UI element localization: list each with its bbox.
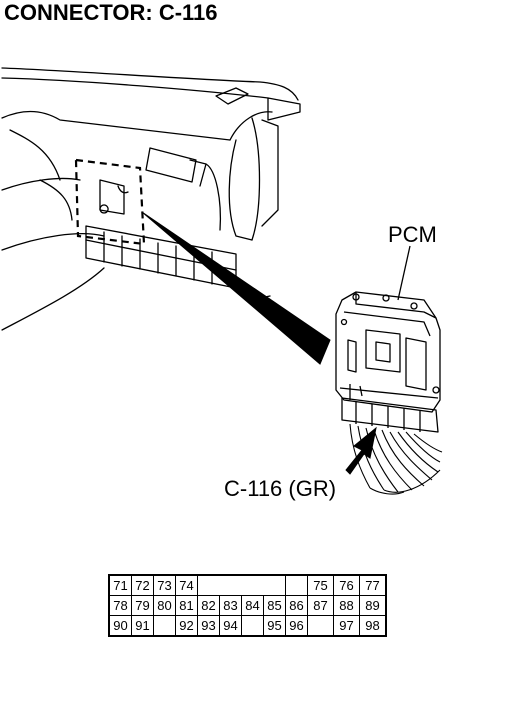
pin-cell: 96 — [285, 615, 308, 637]
pin-cell: 87 — [307, 595, 334, 616]
pin-cell-empty — [263, 574, 286, 596]
pin-cell-empty — [153, 615, 176, 637]
pin-cell: 95 — [263, 615, 286, 637]
pin-cell: 77 — [359, 574, 387, 596]
pin-cell-empty — [241, 574, 264, 596]
pin-cell: 86 — [285, 595, 308, 616]
pin-cell: 89 — [359, 595, 387, 616]
pin-cell: 83 — [219, 595, 242, 616]
connector-label: C-116 (GR) — [224, 476, 337, 501]
pin-cell-empty — [197, 574, 220, 596]
pin-cell: 84 — [241, 595, 264, 616]
pin-cell: 98 — [359, 615, 387, 637]
pin-cell: 76 — [333, 574, 360, 596]
pin-cell: 93 — [197, 615, 220, 637]
pin-cell-empty — [241, 615, 264, 637]
pin-cell: 94 — [219, 615, 242, 637]
pin-cell: 71 — [108, 574, 132, 596]
pin-cell: 81 — [175, 595, 198, 616]
pin-cell: 75 — [307, 574, 334, 596]
page-title: CONNECTOR: C-116 — [4, 0, 218, 25]
pin-cell: 97 — [333, 615, 360, 637]
pin-cell: 82 — [197, 595, 220, 616]
pcm-label: PCM — [388, 222, 437, 247]
pin-cell: 78 — [108, 595, 132, 616]
pin-cell: 92 — [175, 615, 198, 637]
pin-cell: 80 — [153, 595, 176, 616]
pin-cell-empty — [307, 615, 334, 637]
pin-cell: 72 — [131, 574, 154, 596]
pin-cell: 79 — [131, 595, 154, 616]
pin-cell-empty — [285, 574, 308, 596]
pin-cell: 88 — [333, 595, 360, 616]
pin-cell: 73 — [153, 574, 176, 596]
pin-cell: 91 — [131, 615, 154, 637]
pin-cell: 90 — [108, 615, 132, 637]
pin-cell-empty — [219, 574, 242, 596]
pin-cell: 74 — [175, 574, 198, 596]
pin-cell: 85 — [263, 595, 286, 616]
